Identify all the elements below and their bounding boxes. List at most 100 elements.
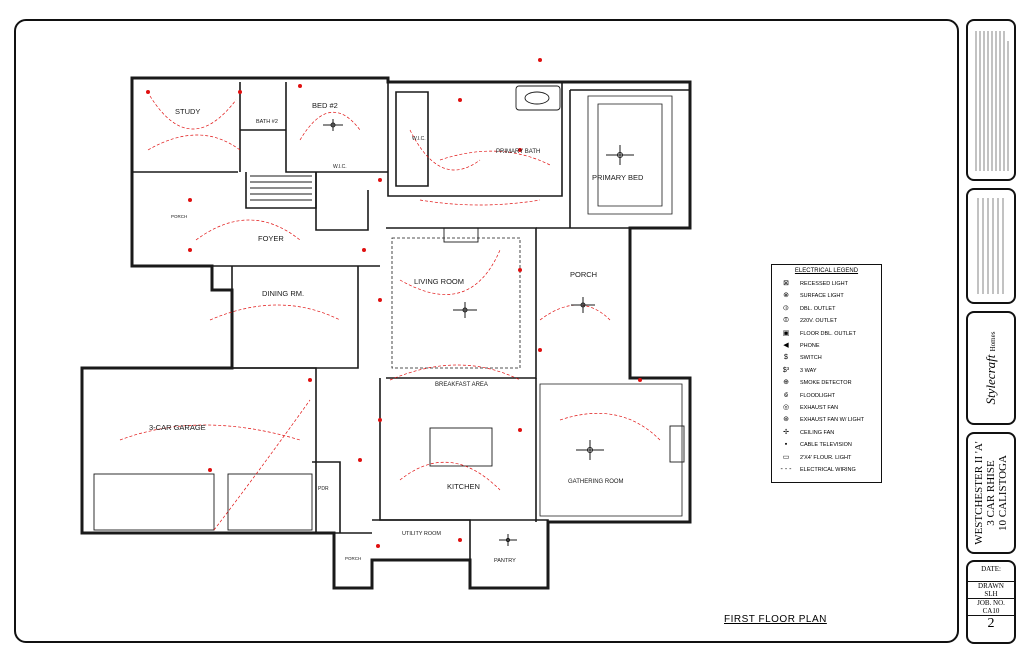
wall-bath2 bbox=[239, 82, 286, 172]
legend-symbol-icon: ⊕ bbox=[783, 379, 789, 387]
date-label: DATE: bbox=[981, 565, 1001, 573]
legend-label: FLOOR DBL. OUTLET bbox=[800, 330, 856, 337]
legend-row: $SWITCH bbox=[772, 353, 883, 363]
legend-symbol-icon: ✢ bbox=[783, 428, 789, 436]
legend-symbol-icon: ⊠ bbox=[783, 280, 789, 287]
wall-stair bbox=[245, 172, 317, 209]
label-gathering: GATHERING ROOM bbox=[568, 479, 624, 485]
notes-text-2 bbox=[977, 198, 1004, 294]
legend-row: ⊗SURFACE LIGHT bbox=[772, 291, 883, 301]
legend-row: ▪CABLE TELEVISION bbox=[772, 440, 883, 450]
legend-label: RECESSED LIGHT bbox=[800, 281, 848, 287]
label-porch-front: PORCH bbox=[171, 214, 187, 219]
sheet-number: 2 bbox=[987, 616, 995, 631]
label-kitchen: KITCHEN bbox=[447, 482, 480, 491]
ceiling-fans bbox=[323, 119, 634, 546]
job-value: CA10 bbox=[982, 607, 1000, 615]
wall-pantry bbox=[470, 519, 549, 588]
legend-label: SWITCH bbox=[800, 355, 822, 362]
project-variant: 3 CAR RHISE bbox=[985, 460, 997, 526]
legend-label: CEILING FAN bbox=[800, 429, 835, 436]
fan-bed2 bbox=[323, 119, 343, 131]
legend-label: 3 WAY bbox=[800, 367, 817, 374]
legend-row: ▭2'X4' FLOUR. LIGHT bbox=[772, 453, 883, 463]
label-wic1: W.I.C. bbox=[333, 164, 347, 170]
legend-symbol-icon: ◎ bbox=[782, 404, 790, 411]
label-bed2: BED #2 bbox=[312, 101, 338, 110]
label-pdr: PDR bbox=[318, 486, 329, 492]
wall-primary-bed bbox=[569, 89, 690, 228]
wall-kitchen bbox=[379, 378, 470, 521]
legend-symbol-icon: ⊛ bbox=[783, 416, 789, 424]
legend-symbol-icon: ⦷ bbox=[783, 317, 789, 325]
wall-outline-north bbox=[80, 76, 692, 590]
wall-dining bbox=[231, 266, 359, 369]
plan-title: FIRST FLOOR PLAN bbox=[724, 614, 827, 625]
drawn-value: SLH bbox=[984, 590, 998, 598]
legend-label: EXHAUST FAN bbox=[800, 405, 839, 411]
wall-pdr bbox=[312, 461, 341, 533]
wall-bed2 bbox=[285, 82, 388, 173]
legend-row: ◎ EXHAUST FAN bbox=[772, 403, 883, 413]
fan-primary-bed bbox=[606, 145, 634, 165]
fixtures bbox=[93, 85, 685, 531]
label-bath2: BATH #2 bbox=[256, 119, 278, 125]
exterior-walls bbox=[80, 76, 692, 590]
logo: Stylecraft Homes bbox=[983, 332, 999, 405]
notes-block-1 bbox=[966, 19, 1016, 181]
label-study: STUDY bbox=[175, 107, 200, 116]
fan-porch bbox=[571, 297, 595, 313]
room-labels: STUDY BATH #2 BED #2 W.I.C. W.I.C. PRIMA… bbox=[149, 101, 644, 564]
logo-block: Stylecraft Homes bbox=[966, 311, 1016, 425]
tub bbox=[524, 91, 550, 105]
project-title: WESTCHESTER II 'A' 3 CAR RHISE 10 CALIST… bbox=[973, 441, 1009, 545]
logo-sub: Homes bbox=[989, 331, 997, 352]
legend-symbol-icon: - - - bbox=[780, 466, 792, 473]
notes-text-1 bbox=[975, 31, 1009, 171]
wall-utility bbox=[372, 519, 471, 560]
notes-block-2 bbox=[966, 188, 1016, 304]
label-dining: DINING RM. bbox=[262, 289, 304, 298]
legend-symbol-icon: ▭ bbox=[782, 453, 790, 461]
fireplace-living bbox=[443, 227, 479, 243]
legend-label: CABLE TELEVISION bbox=[800, 442, 852, 449]
legend-symbol-icon: ⦶ bbox=[783, 304, 789, 312]
electrical-wiring bbox=[119, 95, 661, 531]
project-block: WESTCHESTER II 'A' 3 CAR RHISE 10 CALIST… bbox=[966, 432, 1016, 554]
fireplace-gathering bbox=[669, 425, 685, 463]
legend-row: ⟃ FLOODLIGHT bbox=[772, 391, 883, 401]
label-breakfast: BREAKFAST AREA bbox=[435, 382, 488, 388]
legend-row: ⦶DBL. OUTLET bbox=[772, 304, 883, 314]
garage-door-2 bbox=[227, 473, 313, 531]
fan-gathering bbox=[576, 440, 604, 460]
label-garage: 3-CAR GARAGE bbox=[149, 423, 206, 432]
wall-living bbox=[386, 227, 537, 379]
wall-garage bbox=[82, 367, 317, 533]
wall-wic bbox=[315, 172, 369, 231]
fan-pantry bbox=[499, 534, 517, 546]
legend-symbol-icon: ⟃ bbox=[783, 391, 789, 399]
label-wic2: W.I.C. bbox=[412, 136, 426, 142]
legend-row: ▣FLOOR DBL. OUTLET bbox=[772, 329, 883, 339]
legend-row: - - - ELECTRICAL WIRING bbox=[772, 465, 883, 475]
project-name: WESTCHESTER II 'A' bbox=[973, 441, 985, 545]
electrical-legend: ELECTRICAL LEGEND ⊠RECESSED LIGHT⊗SURFAC… bbox=[771, 264, 882, 483]
legend-row: ⊛ EXHAUST FAN W/ LIGHT bbox=[772, 415, 883, 425]
logo-text: Stylecraft bbox=[983, 354, 998, 405]
label-primary-bed: PRIMARY BED bbox=[592, 173, 644, 182]
job-label: JOB. NO. bbox=[977, 599, 1005, 607]
stairs bbox=[250, 175, 312, 201]
label-porch-rear: PORCH bbox=[570, 270, 597, 279]
label-utility: UTILITY ROOM bbox=[402, 531, 441, 537]
legend-label: ELECTRICAL WIRING bbox=[800, 467, 856, 473]
label-living: LIVING ROOM bbox=[414, 277, 464, 286]
legend-row: ◀PHONE bbox=[772, 341, 883, 351]
legend-symbol-icon: $³ bbox=[782, 366, 790, 374]
garage-door-1 bbox=[93, 473, 215, 531]
legend-label: FLOODLIGHT bbox=[800, 392, 836, 399]
wall-primary-bath-inner bbox=[395, 91, 429, 187]
tray-ceilings bbox=[391, 95, 683, 517]
legend-row: ⊕SMOKE DETECTOR bbox=[772, 378, 883, 388]
legend-label: EXHAUST FAN W/ LIGHT bbox=[800, 417, 865, 424]
